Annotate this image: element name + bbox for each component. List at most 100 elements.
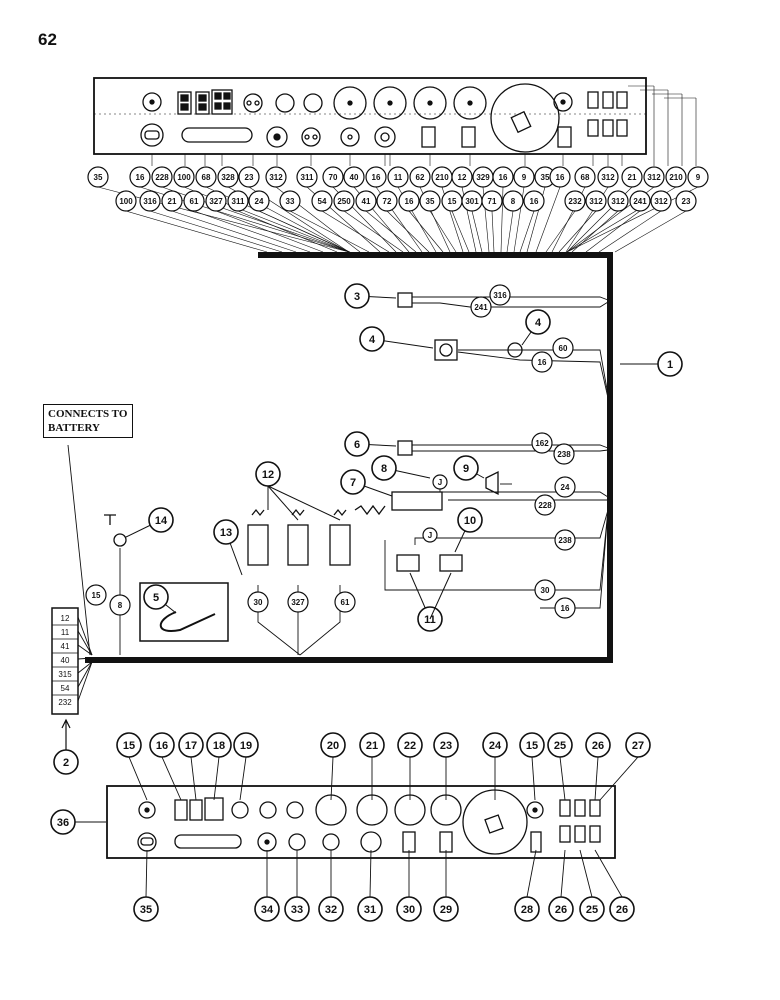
wire-label-row2-23: 312 bbox=[650, 190, 672, 212]
panel-callout-left: 36 bbox=[50, 809, 106, 835]
wire-label-row1-20-text: 16 bbox=[556, 173, 565, 182]
wire-label-row2-13: 35 bbox=[419, 190, 441, 212]
fan-wire-row2-20 bbox=[558, 210, 597, 253]
fan-wire-row2-0 bbox=[125, 210, 268, 253]
fan-wire-row2-23 bbox=[598, 210, 662, 253]
panel-callout-top-8: 23 bbox=[433, 732, 459, 758]
wire-label-row2-4-text: 327 bbox=[209, 197, 223, 206]
harness-label-w8: 8 bbox=[109, 594, 131, 616]
wire-label-row2-23-text: 312 bbox=[654, 197, 668, 206]
panel-callout-bottom-1: 34 bbox=[254, 896, 280, 922]
panel-bottom-leader-10 bbox=[594, 849, 623, 898]
callout-leader-c12c bbox=[267, 485, 341, 521]
panel-callout-top-13-text: 27 bbox=[632, 740, 644, 752]
harness-label-w241-text: 241 bbox=[474, 303, 488, 312]
horn-9 bbox=[485, 470, 499, 496]
wire-label-row2-22-text: 241 bbox=[633, 197, 647, 206]
wire-label-row2-17-text: 8 bbox=[511, 197, 516, 206]
wire-label-row2-18-text: 16 bbox=[530, 197, 539, 206]
wire-label-row1-23: 21 bbox=[621, 166, 643, 188]
callout-c8-text: 8 bbox=[381, 463, 387, 475]
wire-label-row1-16-text: 329 bbox=[476, 173, 490, 182]
connector-block-label-6: 232 bbox=[58, 698, 72, 707]
wire-label-row2-14: 15 bbox=[441, 190, 463, 212]
callout-leader-c11b bbox=[429, 572, 452, 620]
wire-label-row1-26: 9 bbox=[687, 166, 709, 188]
panel-callout-bottom-8-text: 26 bbox=[555, 904, 567, 916]
panel-bottom-leader-0 bbox=[145, 849, 148, 898]
panel-top-leader-1 bbox=[161, 756, 182, 801]
fan-wire-row1-20 bbox=[535, 186, 561, 253]
wire-label-row2-3: 61 bbox=[183, 190, 205, 212]
wire-label-row2-21-text: 312 bbox=[611, 197, 625, 206]
connector-6 bbox=[397, 440, 413, 456]
wire-label-row2-5: 311 bbox=[227, 190, 249, 212]
harness-label-j1-text: J bbox=[438, 478, 442, 487]
panel-callout-top-5-text: 20 bbox=[327, 740, 339, 752]
panel-top-leader-5 bbox=[330, 756, 334, 801]
switch-7 bbox=[391, 491, 443, 511]
harness-label-w60: 60 bbox=[552, 337, 574, 359]
wire-label-row1-1: 16 bbox=[129, 166, 151, 188]
panel-top-leader-11 bbox=[559, 756, 566, 801]
connector-block-label-3: 40 bbox=[61, 656, 70, 665]
wire-label-row2-17: 8 bbox=[502, 190, 524, 212]
callout-c4a: 4 bbox=[359, 326, 385, 352]
wire-label-row1-10-text: 40 bbox=[350, 173, 359, 182]
wire-label-row2-16: 71 bbox=[481, 190, 503, 212]
wire-label-row2-7-text: 33 bbox=[286, 197, 295, 206]
wire-label-row1-21: 68 bbox=[574, 166, 596, 188]
wire-label-row2-16-text: 71 bbox=[488, 197, 497, 206]
panel-callout-top-8-text: 23 bbox=[440, 740, 452, 752]
panel-bottom-leader-9 bbox=[579, 849, 593, 898]
callout-c12: 12 bbox=[255, 461, 281, 487]
panel-callout-bottom-6-text: 29 bbox=[440, 904, 452, 916]
panel-top-leader-2 bbox=[190, 756, 197, 801]
wire-label-row1-6-text: 23 bbox=[245, 173, 254, 182]
wire-label-row2-6: 24 bbox=[248, 190, 270, 212]
wire-label-row2-0-text: 100 bbox=[119, 197, 133, 206]
panel-callout-bottom-7: 28 bbox=[514, 896, 540, 922]
wire-label-row2-18: 16 bbox=[523, 190, 545, 212]
wire-label-row2-13-text: 35 bbox=[426, 197, 435, 206]
instrument-panel-rear bbox=[93, 77, 647, 155]
panel-callout-bottom-3-text: 32 bbox=[325, 904, 337, 916]
fan-wire-row2-9 bbox=[343, 210, 404, 253]
callout-c14: 14 bbox=[148, 507, 174, 533]
panel-callout-bottom-2-text: 33 bbox=[291, 904, 303, 916]
wire-label-row1-4-text: 68 bbox=[202, 173, 211, 182]
wire-label-row2-7: 33 bbox=[279, 190, 301, 212]
connector-block-label-1: 11 bbox=[61, 628, 70, 637]
callout-c13-text: 13 bbox=[220, 527, 232, 539]
relay-11a bbox=[396, 554, 420, 572]
fan-wire-row1-0 bbox=[97, 186, 350, 253]
battery-note: CONNECTS TO BATTERY bbox=[43, 404, 133, 438]
callout-c8: 8 bbox=[371, 455, 397, 481]
panel-callout-bottom-4: 31 bbox=[357, 896, 383, 922]
panel-callout-top-10-text: 15 bbox=[526, 740, 538, 752]
panel-callout-top-4-text: 19 bbox=[240, 740, 252, 752]
callout-leader-c12b bbox=[267, 485, 299, 521]
spring-7 bbox=[354, 504, 386, 516]
panel-callout-top-9-text: 24 bbox=[489, 740, 502, 752]
fan-wire-row2-18 bbox=[519, 210, 535, 253]
fan-wire-row2-17 bbox=[506, 210, 514, 253]
panel-callout-top-13: 27 bbox=[625, 732, 651, 758]
panel-callout-bottom-0-text: 35 bbox=[140, 904, 152, 916]
connector-3 bbox=[397, 292, 413, 308]
wire-label-row2-1-text: 316 bbox=[143, 197, 157, 206]
harness-label-w238b-text: 238 bbox=[558, 536, 572, 545]
harness-label-w61: 61 bbox=[334, 591, 356, 613]
connector-block-label-0: 12 bbox=[61, 614, 70, 623]
panel-callout-top-1-text: 16 bbox=[156, 740, 168, 752]
wire-label-row1-21-text: 68 bbox=[581, 173, 590, 182]
callout-c11-text: 11 bbox=[424, 614, 436, 626]
panel-callout-top-4: 19 bbox=[233, 732, 259, 758]
panel-callout-top-12-text: 26 bbox=[592, 740, 604, 752]
harness-label-w162-text: 162 bbox=[535, 439, 549, 448]
fan-wire-row2-1 bbox=[149, 210, 283, 253]
wire-label-row1-11: 16 bbox=[365, 166, 387, 188]
wire-label-row2-14-text: 15 bbox=[448, 197, 457, 206]
safety-switches-12 bbox=[247, 508, 351, 566]
